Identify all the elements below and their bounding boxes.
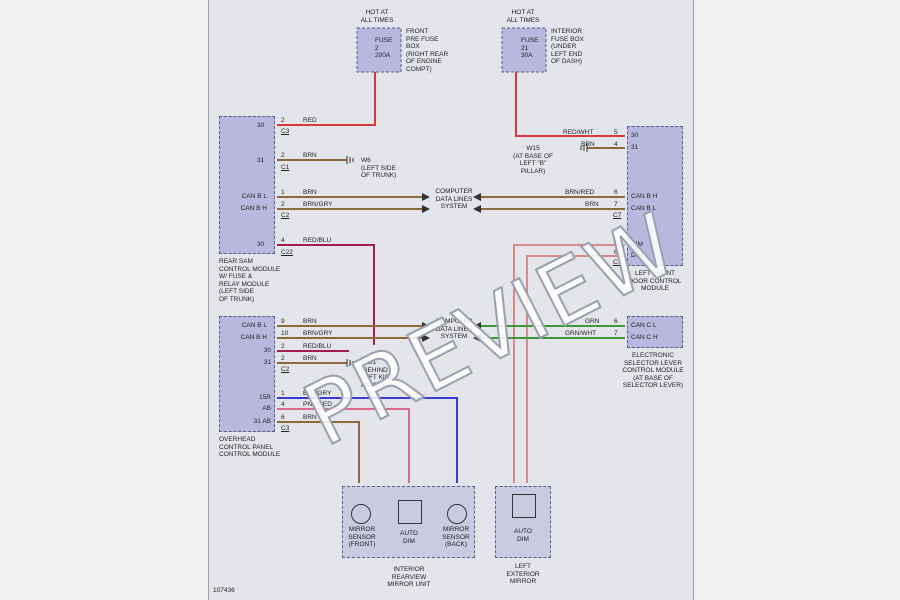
- selector-module: [627, 316, 683, 348]
- ground-w6-label: W6 (LEFT SIDE OF TRUNK): [361, 157, 397, 179]
- wire-red-blu-label-2: RED/BLU: [303, 343, 332, 350]
- rear-sam-module: [219, 116, 275, 254]
- ovh-pin-num-4: 2: [281, 355, 285, 362]
- door-pin-dim-2: DIM: [631, 252, 643, 259]
- door-pin-num-4: 7: [614, 201, 618, 208]
- ovh-pin-num-5: 1: [281, 390, 285, 397]
- auto-dim-label: AUTO DIM: [400, 530, 418, 545]
- auto-dim-icon: [398, 500, 422, 524]
- mirror-sensor-back-icon: [447, 504, 467, 524]
- door-pin-dim-1: DIM: [631, 241, 643, 248]
- ovh-pin-num-7: 6: [281, 414, 285, 421]
- sam-pin-num-4: 2: [281, 201, 285, 208]
- wire-blu-gry-label: BLU/GRY: [303, 390, 332, 397]
- diagram-number: 107436: [213, 587, 235, 594]
- wire-grn-wht-label: GRN/WHT: [565, 330, 597, 337]
- front-fuse-hot-label: HOT AT ALL TIMES: [360, 9, 394, 24]
- door-pin-can-bh: CAN B H: [631, 193, 658, 200]
- left-door-module: [627, 126, 683, 266]
- door-pin-31: 31: [631, 144, 639, 151]
- mirror-sensor-back-label: MIRROR SENSOR (BACK): [442, 526, 470, 548]
- wire-red-blu-label: RED/BLU: [303, 237, 332, 244]
- data-system-label-top: COMPUTER DATA LINES SYSTEM: [435, 188, 473, 210]
- ovh-pin-num-1: 9: [281, 318, 285, 325]
- connector-c1-door: C1: [613, 259, 622, 266]
- connector-c3: C3: [281, 128, 290, 135]
- ext-auto-dim-label: AUTO DIM: [514, 528, 532, 543]
- connector-c22: C22: [281, 249, 293, 256]
- ext-auto-dim-icon: [512, 494, 536, 518]
- connector-c7: C7: [613, 212, 622, 219]
- left-exterior-mirror-name: LEFT EXTERIOR MIRROR: [506, 563, 540, 585]
- wire-brn-label-6: BRN: [303, 355, 317, 362]
- wire-brn-label: BRN: [303, 152, 317, 159]
- overhead-name: OVERHEAD CONTROL PANEL CONTROL MODULE: [219, 436, 281, 458]
- wire-brn-label-7: BRN: [303, 414, 317, 421]
- ground-w2-label: W2/1 (BEHIND LEFT KICK PANEL): [361, 359, 394, 389]
- ovh-pin-15r: 15R: [259, 394, 271, 401]
- mirror-sensor-front-icon: [351, 504, 371, 524]
- sel-pin-num-1: 6: [614, 318, 618, 325]
- selector-name: ELECTRONIC SELECTOR LEVER CONTROL MODULE…: [622, 352, 684, 389]
- sam-pin-num-3: 1: [281, 189, 285, 196]
- wire-pnk-red-label: PNK/RED: [303, 401, 332, 408]
- interior-fuse-location: INTERIOR FUSE BOX (UNDER LEFT END OF DAS…: [551, 28, 584, 65]
- ovh-pin-num-3: 2: [281, 343, 285, 350]
- wire-red-label: RED: [303, 117, 317, 124]
- wire-red-wht-label: RED/WHT: [563, 129, 594, 136]
- ovh-pin-31ab: 31 AB: [253, 418, 271, 425]
- sel-pin-can-cl: CAN C L: [631, 322, 657, 329]
- ovh-pin-can-bl: CAN B L: [241, 322, 267, 329]
- door-pin-can-bl: CAN B L: [631, 205, 657, 212]
- door-pin-num-3: 6: [614, 189, 618, 196]
- door-pin-30: 30: [631, 132, 639, 139]
- connector-c1: C1: [281, 164, 290, 171]
- connector-c2-ovh: C2: [281, 366, 290, 373]
- sam-pin-31: 31: [257, 157, 265, 164]
- schematic-sheet: HOT AT ALL TIMES FUSE 2 200A FRONT PRE F…: [208, 0, 694, 600]
- data-system-label-bottom: COMPUTER DATA LINES SYSTEM: [435, 318, 473, 340]
- front-fuse-label: FUSE 2 200A: [375, 37, 393, 59]
- sam-pin-30: 30: [257, 122, 265, 129]
- connector-c2: C2: [281, 212, 290, 219]
- interior-mirror-name: INTERIOR REARVIEW MIRROR UNIT: [387, 566, 431, 588]
- wire-brn-red-label: BRN/RED: [565, 189, 595, 196]
- sam-pin-30b: 30: [257, 241, 265, 248]
- wire-brn-label-3: BRN: [581, 141, 595, 148]
- wire-grn-label: GRN: [585, 318, 600, 325]
- ovh-pin-ab: AB: [262, 405, 271, 412]
- sam-pin-num-1: 2: [281, 117, 285, 124]
- wiring-layer: [277, 27, 625, 483]
- sel-pin-can-ch: CAN C H: [631, 334, 658, 341]
- interior-fuse-label: FUSE 21 30A: [521, 37, 539, 59]
- door-pin-num-1: 5: [614, 129, 618, 136]
- ovh-pin-30: 30: [263, 347, 271, 354]
- rear-sam-name: REAR SAM CONTROL MODULE W/ FUSE & RELAY …: [219, 258, 281, 303]
- sam-pin-can-bl: CAN B L: [241, 193, 267, 200]
- wire-brn-label-4: BRN: [585, 201, 599, 208]
- sam-pin-num-2: 2: [281, 152, 285, 159]
- ovh-pin-can-bh: CAN B H: [240, 334, 267, 341]
- door-pin-num-6: 6: [614, 249, 618, 256]
- sam-pin-can-bh: CAN B H: [240, 205, 267, 212]
- door-pin-num-2: 4: [614, 141, 618, 148]
- ground-w15-label: W15 (AT BASE OF LEFT "B" PILLAR): [513, 145, 553, 175]
- wire-brn-gry-label-2: BRN/GRY: [303, 330, 333, 337]
- front-fuse-location: FRONT PRE FUSE BOX (RIGHT REAR OF ENGINE…: [406, 28, 449, 73]
- ovh-pin-num-6: 4: [281, 401, 285, 408]
- ovh-pin-31: 31: [263, 359, 271, 366]
- left-door-name: LEFT FRONT DOOR CONTROL MODULE: [628, 270, 682, 292]
- mirror-sensor-front-label: MIRROR SENSOR (FRONT): [348, 526, 376, 548]
- sam-pin-num-5: 4: [281, 237, 285, 244]
- wire-brn-gry-label: BRN/GRY: [303, 201, 333, 208]
- wire-brn-label-5: BRN: [303, 318, 317, 325]
- connector-c3-ovh: C3: [281, 425, 290, 432]
- ovh-pin-num-2: 10: [281, 330, 289, 337]
- overhead-module: [219, 316, 275, 432]
- interior-fuse-hot-label: HOT AT ALL TIMES: [506, 9, 540, 24]
- wire-brn-label-2: BRN: [303, 189, 317, 196]
- door-pin-num-5: 1: [614, 237, 618, 244]
- sel-pin-num-2: 7: [614, 330, 618, 337]
